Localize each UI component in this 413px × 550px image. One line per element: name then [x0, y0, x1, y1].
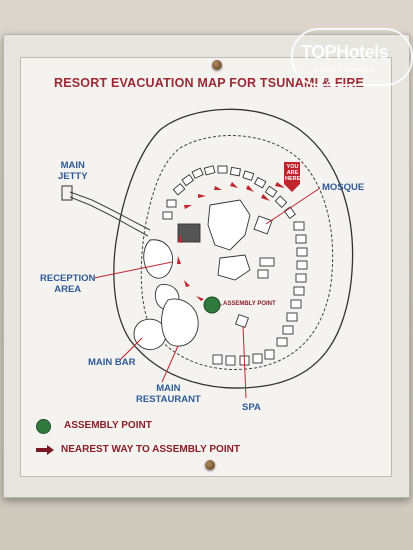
island-outline [113, 108, 354, 389]
central-buildings [133, 199, 275, 350]
watermark-brand: TOPHotels [301, 42, 389, 62]
you-are-here-label: YOU ARE HERE [285, 164, 301, 182]
jetty-hut [61, 185, 73, 201]
main-restaurant-building [161, 298, 199, 347]
jetty [69, 191, 151, 237]
legend-assembly-label: ASSEMBLY POINT [64, 420, 152, 431]
tophotels-watermark: TOPHotels ФОТО ТУРИСТА [291, 28, 413, 86]
watermark-tagline: ФОТО ТУРИСТА [314, 67, 375, 74]
you-are-here-marker [284, 162, 300, 192]
spa-building [235, 314, 249, 328]
beach-outline [140, 135, 334, 370]
map-sheet [20, 57, 392, 477]
bottom-screw [205, 460, 215, 470]
legend-nearest-way-label: NEAREST WAY TO ASSEMBLY POINT [61, 444, 240, 455]
main-bar-label: MAIN BAR [88, 357, 136, 368]
pointer-lines [93, 187, 321, 399]
legend-arrow-icon [36, 445, 54, 455]
top-screw [212, 60, 222, 70]
evacuation-arrows [177, 182, 285, 301]
main-restaurant-label: MAIN RESTAURANT [136, 383, 201, 405]
reception-grid [177, 223, 201, 243]
assembly-point-marker [203, 296, 221, 314]
main-bar-building [133, 318, 167, 350]
assembly-point-map-label: ASSEMBLY POINT [223, 301, 276, 307]
spa-label: SPA [242, 402, 261, 413]
villa-ring [162, 165, 308, 366]
legend-assembly-icon [36, 419, 51, 434]
main-jetty-label: MAIN JETTY [58, 160, 88, 182]
reception-area-label: RECEPTION AREA [40, 273, 96, 295]
map-title: RESORT EVACUATION MAP FOR TSUNAMI & FIRE [54, 76, 365, 90]
mosque-label: MOSQUE [322, 182, 365, 193]
